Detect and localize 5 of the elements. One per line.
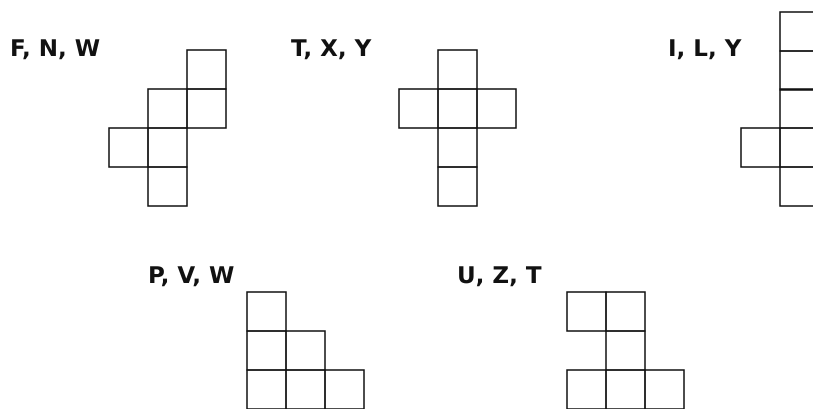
- shape-label: U, Z, T: [457, 265, 542, 288]
- shape-label: T, X, Y: [291, 38, 372, 61]
- shape-label: I, L, Y: [668, 38, 742, 61]
- shape-label: P, V, W: [148, 265, 234, 288]
- shape-label: F, N, W: [10, 38, 100, 61]
